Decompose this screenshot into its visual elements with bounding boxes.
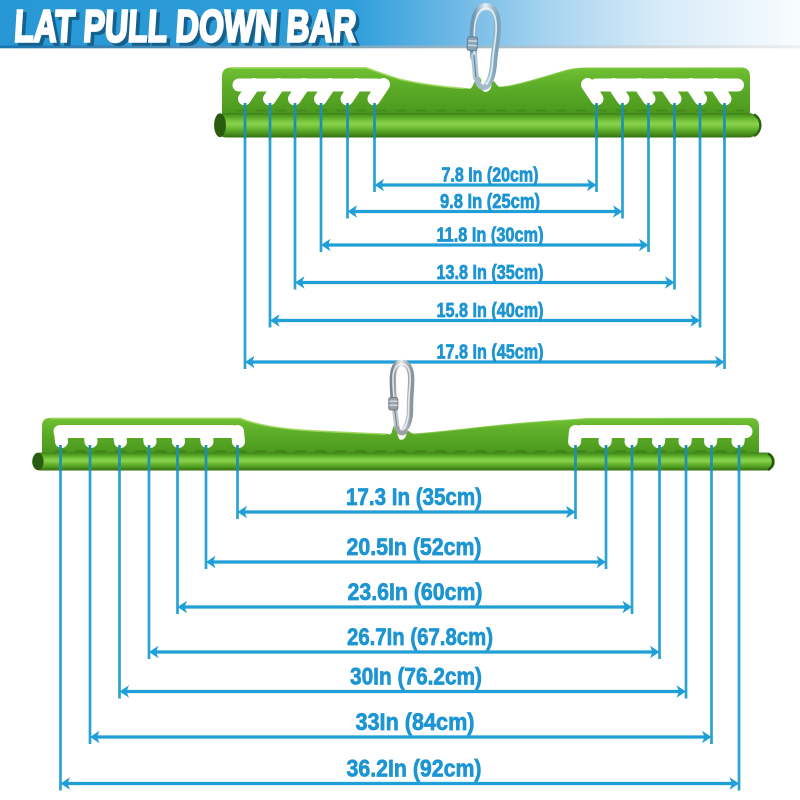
svg-text:LAT PULL DOWN BAR: LAT PULL DOWN BAR xyxy=(16,5,361,54)
svg-text:23.6In (60cm): 23.6In (60cm) xyxy=(348,579,483,606)
svg-text:17.3 In (35cm): 17.3 In (35cm) xyxy=(346,484,482,511)
svg-text:LAT PULL DOWN BAR: LAT PULL DOWN BAR xyxy=(13,2,358,51)
svg-text:11.8 In (30cm): 11.8 In (30cm) xyxy=(437,225,544,247)
svg-text:30In (76.2cm): 30In (76.2cm) xyxy=(350,664,482,691)
svg-text:20.5In (52cm): 20.5In (52cm) xyxy=(347,534,482,561)
svg-text:15.8 In (40cm): 15.8 In (40cm) xyxy=(437,300,544,322)
svg-text:9.8 In (25cm): 9.8 In (25cm) xyxy=(440,191,540,213)
svg-text:36.2In (92cm): 36.2In (92cm) xyxy=(347,756,482,783)
svg-text:26.7In (67.8cm): 26.7In (67.8cm) xyxy=(347,624,493,651)
svg-text:13.8 In (35cm): 13.8 In (35cm) xyxy=(437,262,544,284)
svg-text:7.8 In (20cm): 7.8 In (20cm) xyxy=(442,165,539,187)
svg-text:33In (84cm): 33In (84cm) xyxy=(356,709,475,736)
svg-text:17.8 In (45cm): 17.8 In (45cm) xyxy=(437,342,544,364)
